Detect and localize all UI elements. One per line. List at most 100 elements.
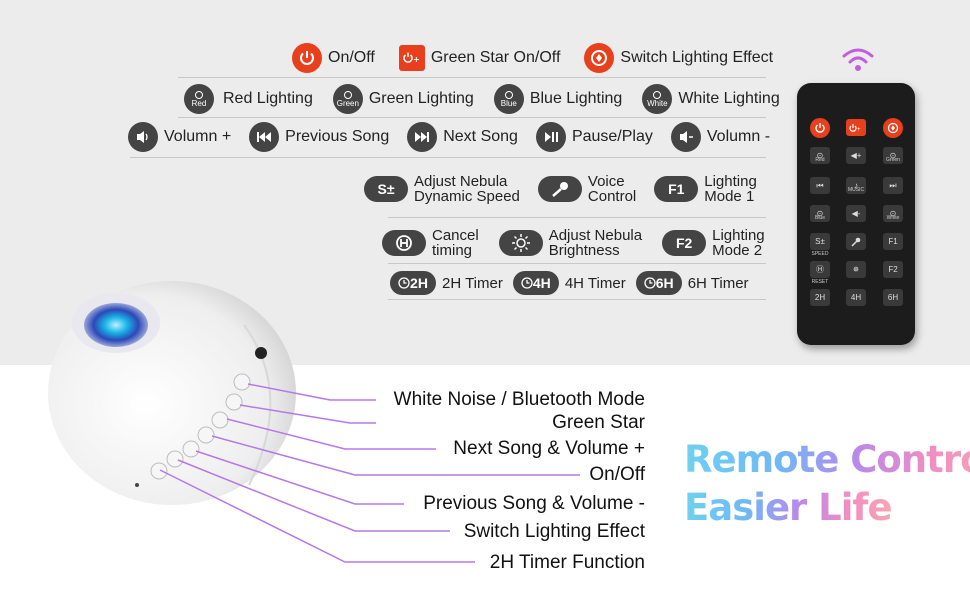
remote-brightness-button[interactable]: ✵ [846, 261, 866, 278]
callout-previous-song-volume-down: Previous Song & Volume - [423, 493, 645, 514]
legend-volume-down: Volumn - [670, 122, 771, 152]
red-color-icon: Red [184, 84, 214, 114]
divider [178, 77, 766, 78]
button-legend: On/Off + Green Star On/Off Switch Lighti… [128, 43, 780, 300]
legend-row-1: On/Off + Green Star On/Off Switch Lighti… [292, 43, 773, 73]
legend-label: Blue Lighting [529, 90, 623, 107]
microphone-icon [537, 176, 582, 202]
divider [130, 157, 766, 158]
legend-pause-play: Pause/Play [535, 122, 653, 152]
green-star-power-icon: + [398, 45, 425, 71]
legend-label: Red Lighting [223, 90, 313, 107]
legend-switch-lighting-effect: Switch Lighting Effect [584, 43, 773, 73]
remote-red-button[interactable]: ⊙ [810, 147, 830, 164]
remote-volume-up-button[interactable]: ◀+ [846, 147, 866, 164]
play-pause-icon [535, 122, 566, 152]
previous-icon [249, 122, 280, 152]
brightness-icon [498, 230, 543, 256]
remote-reset-button[interactable]: Ⓗ [810, 261, 830, 278]
callout-switch-lighting-effect: Switch Lighting Effect [463, 521, 645, 542]
star-projector-device [48, 281, 296, 505]
legend-label: 4H Timer [564, 274, 626, 292]
power-icon [292, 43, 322, 73]
f1-icon: F1 [654, 176, 699, 202]
blue-color-icon: Blue [493, 84, 524, 114]
legend-4h-timer: 4H 4H Timer [512, 271, 626, 295]
legend-label: Green Star On/Off [430, 49, 561, 66]
remote-power-button[interactable] [810, 118, 830, 138]
remote-f1-button[interactable]: F1 [883, 233, 903, 250]
legend-on-off: On/Off [292, 43, 375, 73]
legend-label: On/Off [328, 49, 375, 66]
legend-label: 2H Timer [442, 274, 503, 292]
callout-2h-timer-function: 2H Timer Function [489, 552, 645, 573]
legend-blue-lighting: Blue Blue Lighting [493, 84, 623, 114]
legend-row-6: 2H 2H Timer 4H 4H Timer 6H 6H Timer [390, 271, 749, 295]
cancel-timing-icon [382, 230, 426, 256]
remote-white-button[interactable]: ⊙ [883, 205, 903, 222]
green-color-icon: Green [332, 84, 363, 114]
remote-blue-button[interactable]: ⊙ [810, 205, 830, 222]
timer-4h-icon: 4H [512, 271, 559, 295]
slogan-line-1: Remote Control [684, 438, 970, 481]
legend-label: Volumn - [706, 128, 771, 145]
legend-label: Next Song [443, 128, 518, 145]
remote-speed-button[interactable]: S± [810, 233, 830, 250]
remote-green-star-button[interactable]: + [846, 119, 866, 136]
next-icon [407, 122, 438, 152]
legend-2h-timer: 2H 2H Timer [390, 271, 503, 295]
divider [178, 117, 766, 118]
remote-switch-effect-button[interactable] [883, 118, 903, 138]
white-color-icon: White [642, 84, 673, 114]
volume-up-icon [128, 122, 158, 152]
legend-label: Previous Song [285, 128, 390, 145]
divider [388, 299, 766, 300]
legend-label: Pause/Play [571, 128, 653, 145]
remote-volume-down-button[interactable]: ◀- [846, 205, 866, 222]
legend-next-song: Next Song [407, 122, 518, 152]
remote-voice-button[interactable] [846, 233, 866, 250]
slogan-line-2: Easier Life [684, 486, 893, 529]
timer-2h-icon: 2H [390, 271, 436, 295]
legend-label: Switch Lighting Effect [620, 49, 774, 66]
legend-red-lighting: Red Red Lighting [184, 84, 313, 114]
callout-next-song-volume-up: Next Song & Volume + [453, 438, 645, 459]
switch-effect-icon [584, 43, 615, 73]
callout-white-noise-bluetooth: White Noise / Bluetooth Mode [393, 389, 645, 410]
remote-f2-button[interactable]: F2 [883, 261, 903, 278]
f2-icon: F2 [662, 230, 707, 256]
legend-label: White Lighting [678, 90, 780, 107]
legend-label: 6H Timer [687, 274, 749, 292]
remote-previous-button[interactable]: ⏮ [810, 177, 830, 194]
remote-next-button[interactable]: ⏭ [883, 177, 903, 194]
wireless-signal-icon [842, 48, 874, 71]
remote-control: + ⊙ Red ◀+ ⊙ Green ⏮ ♪ MUSIC ⏭ ⊙ Blue ◀-… [797, 83, 915, 345]
legend-row-3: Volumn + Previous Song Next Song Pause/P… [128, 122, 770, 152]
legend-volume-up: Volumn + [128, 122, 231, 152]
remote-2h-button[interactable]: 2H [810, 289, 830, 306]
remote-4h-button[interactable]: 4H [846, 289, 866, 306]
callout-on-off: On/Off [589, 464, 645, 485]
remote-green-button[interactable]: ⊙ [883, 147, 903, 164]
legend-row-2: Red Red Lighting Green Green Lighting Bl… [184, 84, 780, 114]
remote-6h-button[interactable]: 6H [883, 289, 903, 306]
svg-text:+: + [413, 55, 420, 64]
divider [388, 263, 766, 264]
legend-green-star-on-off: + Green Star On/Off [398, 45, 561, 71]
legend-label: Volumn + [164, 128, 232, 145]
remote-music-button[interactable]: ♪ [846, 177, 866, 194]
